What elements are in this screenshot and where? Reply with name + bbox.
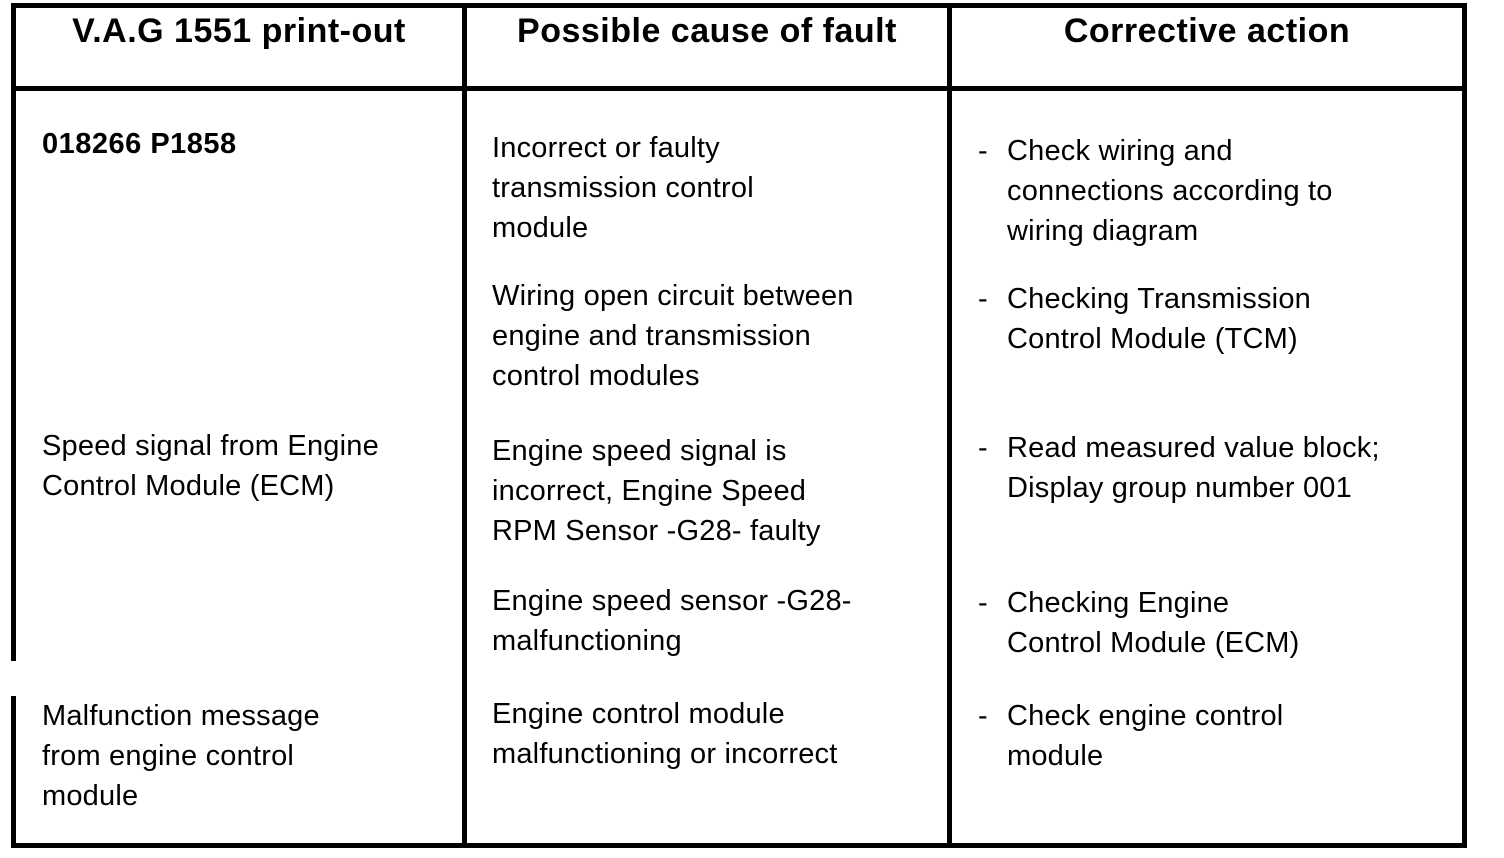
printout-entry: Speed signal from Engine Control Module … [42, 430, 379, 502]
printout-entry: Malfunction message from engine control … [42, 700, 320, 812]
action-entry-text: Read measured value block; Display group… [1007, 432, 1380, 504]
cause-entry: Engine speed sensor -G28- malfunctioning [492, 585, 852, 657]
table-border-right [1462, 3, 1467, 848]
cause-entry: Engine control module malfunctioning or … [492, 698, 838, 770]
action-entry: - Check wiring and connections according… [978, 131, 1460, 251]
column-header-printout: V.A.G 1551 print-out [72, 12, 406, 50]
action-entry: - Read measured value block; Display gro… [978, 428, 1460, 508]
cause-entry: Wiring open circuit between engine and t… [492, 280, 854, 392]
column-header-action: Corrective action [1063, 12, 1351, 50]
table-border-left-lower [11, 696, 16, 848]
table-header-separator [11, 86, 1467, 91]
action-entry: - Check engine control module [978, 696, 1460, 776]
cause-entry: Engine speed signal is incorrect, Engine… [492, 435, 821, 547]
fault-code: 018266 P1858 [42, 128, 237, 160]
action-entry-text: Checking Engine Control Module (ECM) [1007, 587, 1300, 659]
dash-bullet: - [978, 700, 988, 732]
dash-bullet: - [978, 283, 988, 315]
action-entry-text: Check engine control module [1007, 700, 1284, 772]
table-border-left-upper [11, 3, 16, 661]
action-entry: - Checking Transmission Control Module (… [978, 279, 1460, 359]
table-column-divider-2 [947, 3, 952, 848]
dash-bullet: - [978, 587, 988, 619]
column-header-cause: Possible cause of fault [517, 12, 897, 50]
dash-bullet: - [978, 432, 988, 464]
action-entry-text: Check wiring and connections according t… [1007, 135, 1333, 247]
cause-entry: Incorrect or faulty transmission control… [492, 132, 754, 244]
table-column-divider-1 [462, 3, 467, 848]
table-border-top [11, 3, 1467, 8]
action-entry: - Checking Engine Control Module (ECM) [978, 583, 1460, 663]
dash-bullet: - [978, 135, 988, 167]
table-border-bottom [11, 843, 1467, 848]
action-entry-text: Checking Transmission Control Module (TC… [1007, 283, 1311, 355]
